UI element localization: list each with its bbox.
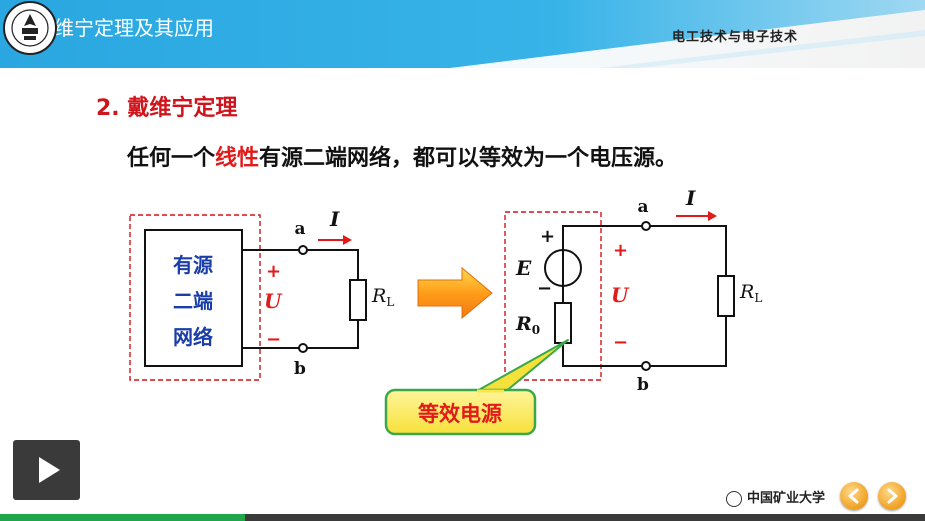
equivalence-arrow-icon bbox=[417, 266, 493, 320]
left-load-label: RL bbox=[371, 285, 394, 309]
left-voltage-label: U bbox=[264, 289, 283, 313]
right-plus-sign: + bbox=[613, 240, 628, 261]
footer-seal-icon bbox=[726, 490, 742, 507]
right-voltage-label: U bbox=[611, 283, 630, 307]
left-terminal-a bbox=[298, 245, 308, 255]
right-load-letter: R bbox=[739, 281, 754, 303]
play-button[interactable] bbox=[13, 440, 80, 500]
right-wire-bottom-left bbox=[562, 343, 646, 367]
network-box-line3: 网络 bbox=[173, 325, 213, 349]
r0-label: R0 bbox=[515, 313, 540, 337]
video-progress-fill bbox=[0, 514, 246, 521]
left-node-b-label: b bbox=[294, 359, 306, 379]
left-node-a-label: a bbox=[294, 219, 305, 239]
statement-highlight: 线性 bbox=[215, 146, 260, 171]
university-seal-icon bbox=[3, 1, 57, 55]
right-terminal-b bbox=[641, 361, 651, 371]
statement-pre: 任何一个 bbox=[127, 146, 216, 171]
internal-resistor bbox=[554, 302, 572, 344]
network-box-line1: 有源 bbox=[173, 253, 213, 277]
left-wire-top-out bbox=[307, 249, 359, 280]
right-circuit: + E − R0 a b I + U − RL bbox=[504, 186, 762, 395]
right-dashed-border bbox=[504, 211, 602, 381]
equivalent-source-callout: 等效电源 bbox=[384, 339, 569, 436]
video-progress-bar[interactable] bbox=[0, 514, 925, 521]
left-circuit: 有源 二端 网络 a b I + U − RL bbox=[129, 207, 394, 381]
right-wire-top-left bbox=[562, 225, 646, 250]
r0-letter: R bbox=[515, 313, 532, 335]
page-title: 戴维宁定理及其应用 bbox=[34, 16, 214, 40]
slide-header: 戴维宁定理及其应用 电工技术与电子技术 bbox=[0, 0, 925, 68]
network-box-line2: 二端 bbox=[173, 289, 213, 313]
left-plus-sign: + bbox=[266, 261, 281, 282]
r0-subscript: 0 bbox=[532, 323, 540, 337]
left-dashed-border bbox=[129, 214, 261, 381]
left-load-resistor bbox=[349, 279, 367, 321]
previous-slide-button[interactable] bbox=[840, 482, 868, 510]
right-load-label: RL bbox=[739, 281, 762, 305]
callout-pointer bbox=[474, 339, 569, 393]
chevron-left-icon bbox=[848, 488, 859, 504]
right-current-arrow-head-icon bbox=[708, 211, 717, 221]
source-minus-sign: − bbox=[537, 278, 552, 299]
next-slide-button[interactable] bbox=[878, 482, 906, 510]
section-heading: 2. 戴维宁定理 bbox=[96, 96, 238, 121]
left-current-label: I bbox=[329, 207, 340, 231]
right-node-b-label: b bbox=[637, 375, 649, 395]
left-terminal-b bbox=[298, 343, 308, 353]
left-minus-sign: − bbox=[266, 329, 281, 350]
source-plus-sign: + bbox=[540, 226, 555, 247]
left-wire-bottom-out bbox=[307, 320, 359, 349]
statement-post: 有源二端网络，都可以等效为一个电压源。 bbox=[259, 146, 678, 171]
right-current-label: I bbox=[685, 186, 696, 210]
right-load-resistor bbox=[717, 275, 735, 317]
header-banner bbox=[0, 0, 925, 68]
footer-university-logo: 中国矿业大学 bbox=[726, 487, 825, 507]
right-wire-top-right bbox=[650, 225, 727, 276]
right-wire-bottom-right bbox=[650, 316, 727, 367]
active-network-box bbox=[144, 229, 243, 367]
theorem-statement: 任何一个线性有源二端网络，都可以等效为一个电压源。 bbox=[127, 140, 677, 172]
left-load-letter: R bbox=[371, 285, 386, 307]
left-current-arrow-head-icon bbox=[343, 235, 352, 245]
footer-university-name: 中国矿业大学 bbox=[747, 491, 826, 506]
right-node-a-label: a bbox=[637, 197, 648, 217]
right-terminal-a bbox=[641, 221, 651, 231]
left-load-subscript: L bbox=[386, 295, 394, 309]
right-load-subscript: L bbox=[754, 291, 762, 305]
play-icon bbox=[39, 457, 60, 483]
callout-label: 等效电源 bbox=[418, 402, 502, 426]
callout-box bbox=[384, 388, 537, 436]
emf-label: E bbox=[515, 256, 532, 280]
right-minus-sign: − bbox=[613, 332, 628, 353]
course-name: 电工技术与电子技术 bbox=[672, 30, 799, 45]
chevron-right-icon bbox=[887, 488, 898, 504]
